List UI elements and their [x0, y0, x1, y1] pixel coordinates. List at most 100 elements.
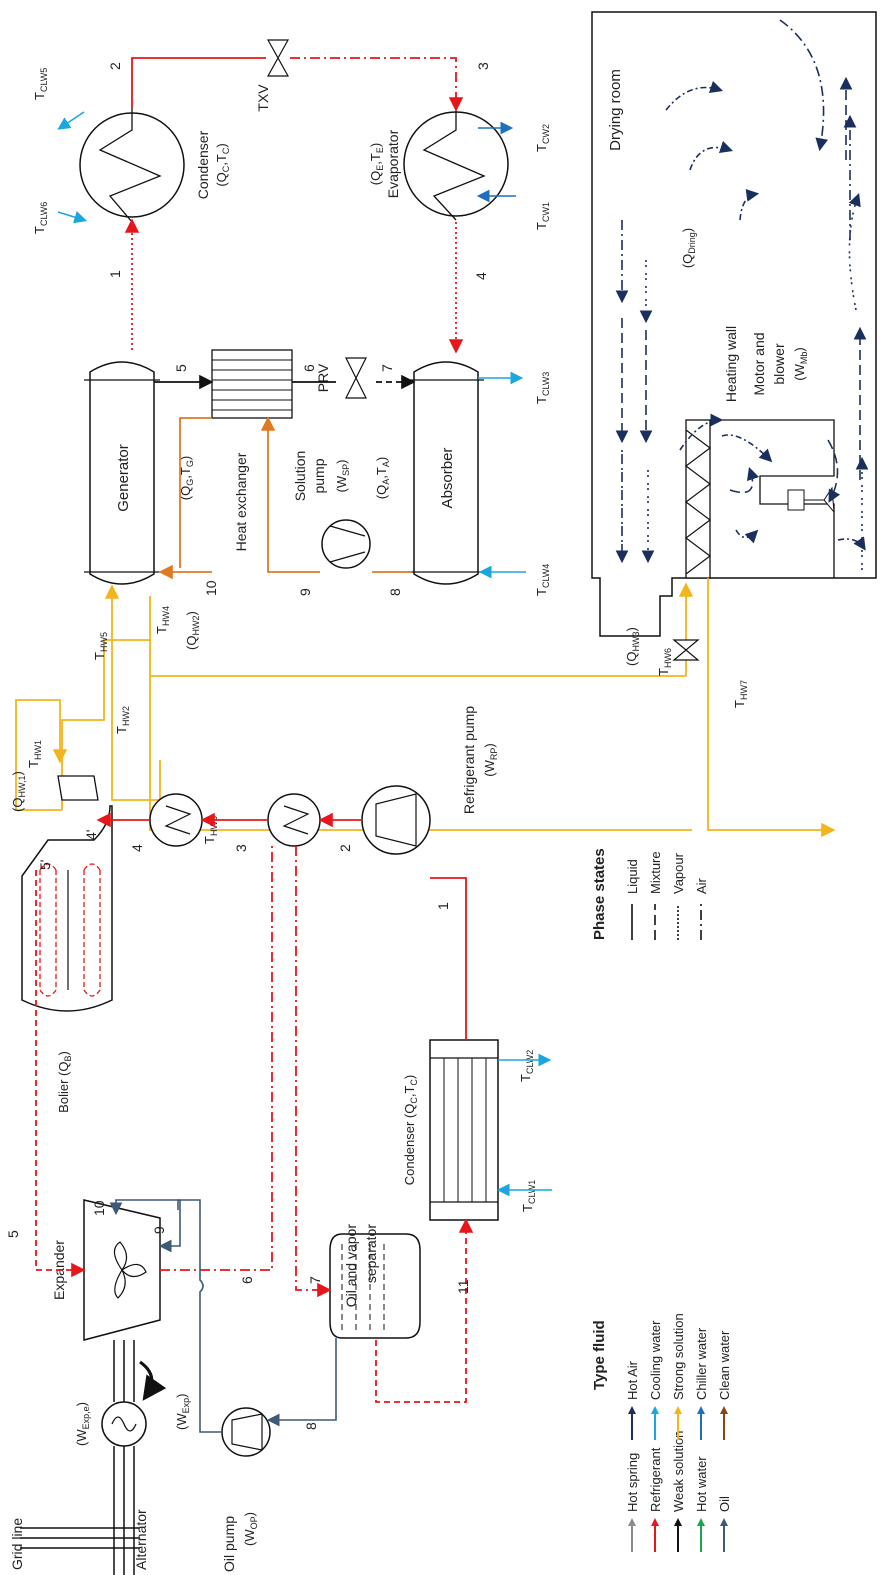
t-hw5: THW5: [92, 632, 109, 660]
w-exp-e: (WExp,e): [74, 1402, 91, 1446]
orc-point-4p: 4': [83, 830, 99, 840]
legend-fluid-label: Strong solution: [671, 1313, 686, 1400]
legend-fluid-arrowhead: [720, 1518, 728, 1526]
boiler: [21, 775, 113, 1012]
legend-type-fluid: Type fluid Hot spring Refrigerant Weak sol…: [591, 1313, 732, 1552]
condenser-bottom-label: Condenser (QC,TC): [402, 1075, 419, 1186]
abs-point-10: 10: [203, 580, 219, 596]
orc-point-9: 9: [151, 1226, 167, 1234]
absorption-water-arrows: [57, 111, 526, 579]
orc-point-7: 7: [307, 1276, 323, 1284]
txv-label: TXV: [255, 84, 271, 112]
alternator: [20, 1340, 167, 1575]
legend-fluid-arrowhead: [720, 1406, 728, 1414]
orc-point-8: 8: [303, 1422, 319, 1430]
t-clw1: TCLW1: [520, 1180, 537, 1212]
absorption-refrigerant-lines: [124, 57, 464, 354]
heat-exchanger: [211, 349, 293, 419]
legend-fluid-arrowhead: [628, 1518, 636, 1526]
legend-fluid-label: Hot Air: [625, 1360, 640, 1400]
generator: Generator: [84, 361, 160, 585]
legend-phase-label: Mixture: [648, 851, 663, 894]
heat-exchanger-label: Heat exchanger: [233, 452, 249, 551]
hot-air-flows: [615, 19, 869, 570]
orc-point-1: 1: [435, 902, 451, 910]
legend-fluid-arrowhead: [697, 1406, 705, 1414]
motor-blower-work: (WMb): [792, 347, 809, 380]
legend-fluid-label: Cooling water: [648, 1320, 663, 1400]
t-hw6: THW6: [656, 648, 673, 676]
t-hw2: THW2: [114, 706, 131, 734]
legend-fluid-arrowhead: [651, 1518, 659, 1526]
orc-point-5p: 5': [37, 860, 53, 870]
w-op: (WOP): [242, 1512, 259, 1546]
orc-state-points: 1 2 3 4 4' 5' 5 6 7 8 9 10 11: [5, 830, 471, 1430]
t-clw6: TCLW6: [32, 202, 49, 234]
q-hw1: (QHW,1): [10, 771, 27, 812]
abs-point-5: 5: [173, 364, 189, 372]
t-clw3: TCLW3: [534, 372, 551, 404]
absorber-label: Absorber: [439, 448, 456, 509]
refrigerant-pump-label: Refrigerant pump: [461, 706, 477, 814]
legend-fluid-arrowhead: [628, 1406, 636, 1414]
legend-fluid-label: Hot water: [694, 1456, 709, 1512]
legend-fluid-label: Refrigerant: [648, 1447, 663, 1512]
motor-blower-label-2: blower: [771, 343, 787, 385]
legend-phase-label: Vapour: [671, 852, 686, 894]
hot-water-lines: [15, 578, 836, 838]
txv-valve: [266, 39, 290, 77]
absorption-state-points: 1 2 3 4 5 6 7 8 9 10: [107, 62, 491, 596]
legend-fluid-label: Weak solution: [671, 1431, 686, 1512]
legend-phase-title: Phase states: [591, 848, 608, 940]
hot-water-valve: [672, 639, 700, 661]
hot-water-temps: THW1 THW2 THW3 THW4 THW5 THW6 THW7 (QHW2…: [10, 606, 749, 844]
alternator-label: Alternator: [133, 1509, 149, 1570]
legend-phase-label: Air: [694, 877, 709, 894]
abs-point-2: 2: [107, 62, 123, 70]
evaporator-label: Evaporator: [385, 129, 401, 198]
orc-point-2: 2: [337, 844, 353, 852]
abs-point-6: 6: [301, 364, 317, 372]
abs-point-9: 9: [297, 588, 313, 596]
abs-point-1: 1: [107, 270, 123, 278]
legend-fluid-label: Chiller water: [694, 1327, 709, 1400]
solution-pump-label-2: pump: [311, 458, 327, 493]
abs-point-8: 8: [387, 588, 403, 596]
legend-fluid-label: Hot spring: [625, 1453, 640, 1512]
prv-label: PRV: [315, 363, 331, 392]
orc-preheater-1: [149, 793, 203, 847]
evaporator-heat: (QE,TE): [368, 143, 385, 185]
evaporator: [403, 108, 509, 221]
t-cw1: TCW1: [534, 202, 551, 230]
solution-lines: [154, 374, 416, 580]
t-clw2: TCLW2: [518, 1050, 535, 1082]
q-hw2: (QHW2): [184, 611, 201, 650]
prv-valve: [345, 357, 367, 399]
condenser-top: [79, 108, 185, 223]
abs-point-3: 3: [475, 62, 491, 70]
grid-line-label: Grid line: [9, 1518, 25, 1570]
oil-lines: [109, 1199, 337, 1433]
t-hw4: THW4: [154, 606, 171, 634]
boiler-label: Bolier (QB): [56, 1051, 73, 1113]
solution-pump-work: (WSP): [334, 460, 351, 493]
generator-label: Generator: [115, 444, 132, 512]
solution-pump: [321, 519, 371, 569]
t-clw4: TCLW4: [534, 564, 551, 596]
legend-fluid-label: Oil: [717, 1496, 732, 1512]
separator-label-2: separator: [363, 1224, 379, 1283]
separator-label-1: Oil and vapor: [343, 1224, 359, 1308]
legend-fluid-arrowhead: [697, 1518, 705, 1526]
orc-point-10: 10: [91, 1200, 107, 1216]
solution-pump-label-1: Solution: [292, 451, 308, 502]
legend-type-fluid-title: Type fluid: [591, 1320, 608, 1390]
abs-point-7: 7: [379, 364, 395, 372]
absorber-heat-label: (QA,TA): [374, 457, 391, 499]
t-cw2: TCW2: [534, 124, 551, 152]
condenser-top-heat: (QC,TC): [214, 143, 231, 186]
drying-room-label: Drying room: [607, 69, 624, 151]
generator-heat-label: (QG,TG): [178, 456, 195, 500]
q-hw3: (QHW3): [624, 627, 641, 666]
